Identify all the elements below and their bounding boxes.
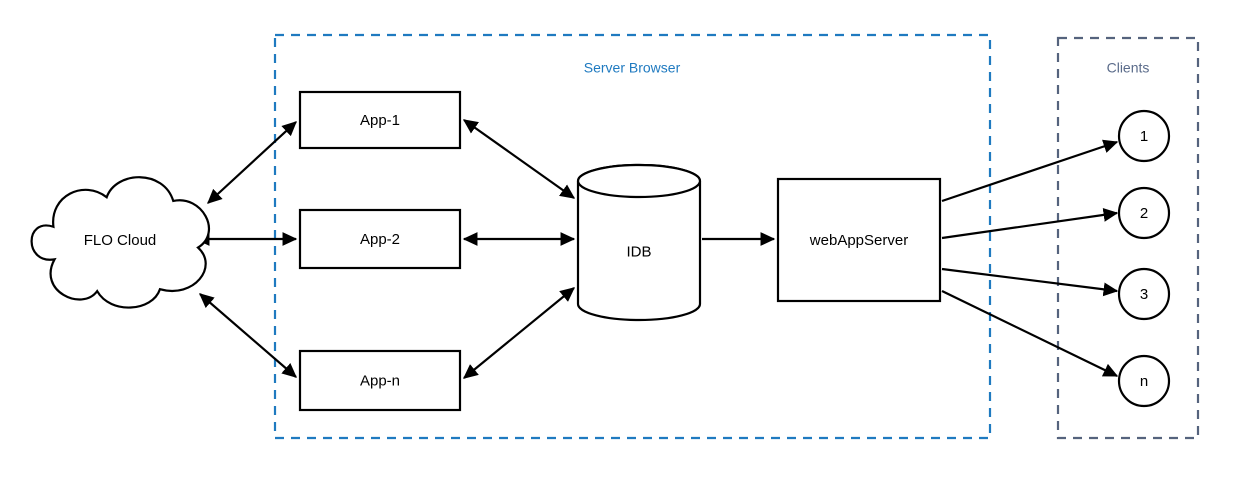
node-client-3[interactable]: 3 (1117, 267, 1171, 321)
edge-cloud-appn (199, 293, 297, 378)
node-label-client-2: 2 (1140, 205, 1148, 222)
edge-webapp-cn (941, 290, 1119, 377)
group-label-clients: Clients (1107, 60, 1150, 76)
node-label-app-n: App-n (360, 372, 400, 389)
node-app-1[interactable]: App-1 (298, 90, 462, 150)
edge-webapp-c3 (941, 267, 1119, 297)
node-label-flo-cloud: FLO Cloud (84, 232, 157, 249)
node-shape-circle-client-1 (1117, 109, 1171, 163)
node-shape-rect-webappserver (776, 177, 942, 303)
node-label-client-n: n (1140, 373, 1148, 390)
node-idb[interactable]: IDB (576, 163, 702, 322)
edge-cloud-app1 (207, 121, 297, 204)
node-app-2[interactable]: App-2 (298, 208, 462, 270)
node-shape-circle-client-n (1117, 354, 1171, 408)
node-shape-rect-app-1 (298, 90, 462, 150)
node-shape-rect-app-n (298, 349, 462, 412)
group-label-server-browser: Server Browser (584, 60, 681, 76)
node-label-client-1: 1 (1140, 128, 1148, 145)
node-shape-circle-client-3 (1117, 267, 1171, 321)
node-label-client-3: 3 (1140, 286, 1148, 303)
group-box-clients (1056, 36, 1200, 440)
node-label-app-2: App-2 (360, 231, 400, 248)
node-app-n[interactable]: App-n (298, 349, 462, 412)
edge-appn-idb (463, 287, 575, 379)
node-shape-cylinder-top-idb (576, 163, 702, 199)
node-label-webappserver: webAppServer (809, 232, 908, 249)
connector-edges (194, 119, 1119, 379)
node-webappserver[interactable]: webAppServer (776, 177, 942, 303)
group-labels: Server Browser Clients (584, 60, 1150, 76)
edge-webapp-c1 (941, 139, 1119, 203)
node-client-n[interactable]: n (1117, 354, 1171, 408)
node-client-2[interactable]: 2 (1117, 186, 1171, 240)
edge-webapp-c2 (941, 208, 1119, 240)
node-label-idb: IDB (626, 243, 651, 260)
node-flo-cloud[interactable]: FLO Cloud (30, 176, 210, 309)
node-label-app-1: App-1 (360, 112, 400, 129)
node-shape-circle-client-2 (1117, 186, 1171, 240)
node-shape-cloud-flo-cloud (30, 176, 210, 309)
node-client-1[interactable]: 1 (1117, 109, 1171, 163)
node-shape-rect-app-2 (298, 208, 462, 270)
edge-app1-idb (462, 119, 576, 199)
